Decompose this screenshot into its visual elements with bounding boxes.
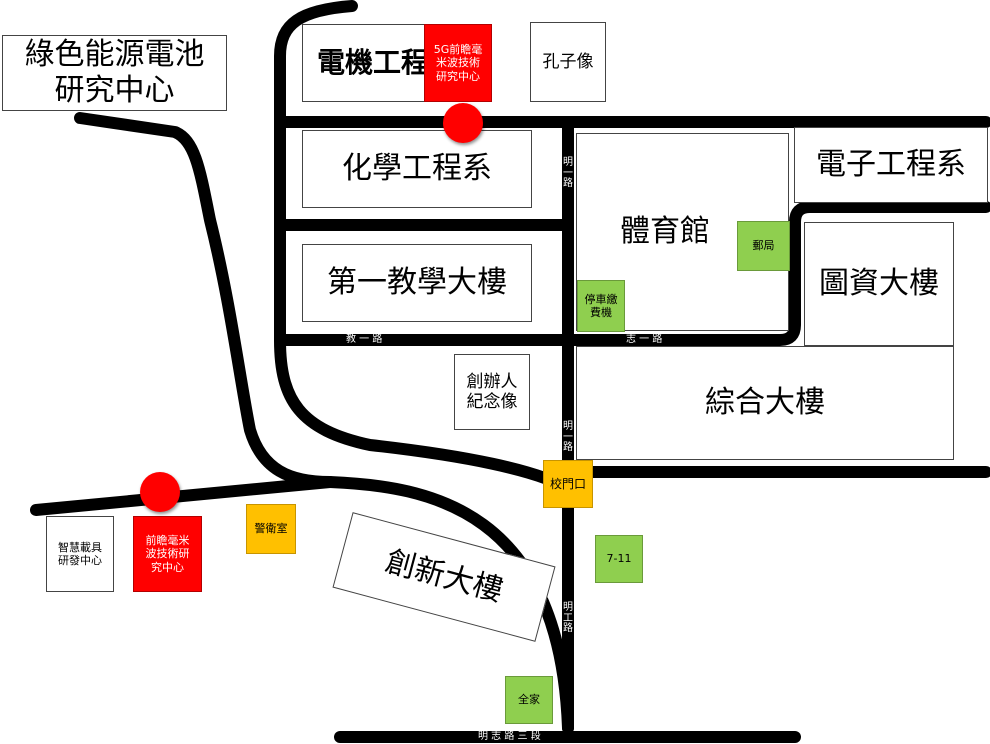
location-pin-west[interactable] — [140, 472, 180, 512]
road-label-mingzhi-3: 明 志 路 三 段 — [478, 731, 541, 742]
guard-room[interactable]: 警衛室 — [246, 504, 296, 554]
library-building[interactable]: 圖資大樓 — [804, 222, 954, 346]
electronic-engineering-building[interactable]: 電子工程系 — [794, 127, 988, 203]
parking-payment-kiosk[interactable]: 停車繳 費機 — [577, 280, 625, 332]
road-north-loop — [274, 0, 576, 496]
seven-eleven-store[interactable]: 7-11 — [595, 535, 643, 583]
family-mart-store[interactable]: 全家 — [505, 676, 553, 724]
first-teaching-building[interactable]: 第一教學大樓 — [302, 244, 532, 322]
road-west-horizontal — [30, 476, 336, 516]
confucius-statue[interactable]: 孔子像 — [530, 22, 606, 102]
road-west-curve — [74, 112, 574, 734]
road-jiaoyi-zhiyi — [274, 201, 990, 346]
post-office[interactable]: 郵局 — [737, 221, 790, 271]
main-gate[interactable]: 校門口 — [543, 460, 593, 508]
green-energy-center[interactable]: 綠色能源電池 研究中心 — [2, 35, 227, 111]
chemical-engineering-building[interactable]: 化學工程系 — [302, 130, 532, 208]
5g-mmwave-research-center[interactable]: 5G前瞻毫 米波技術 研究中心 — [424, 24, 492, 102]
road-label-jiaoyi: 教 一 路 — [346, 334, 383, 345]
road-label-zhiyi: 志 一 路 — [626, 334, 663, 345]
integrated-building[interactable]: 綜合大樓 — [576, 346, 954, 460]
road-label-mingyi: 明一路 — [563, 157, 573, 189]
mmwave-research-center[interactable]: 前瞻毫米 波技術研 究中心 — [133, 516, 202, 592]
road-label-minggong: 明工路 — [563, 602, 573, 634]
road-label-mingyi-lower: 明一路 — [563, 421, 573, 453]
smart-vehicle-rd-center[interactable]: 智慧載具 研發中心 — [46, 516, 114, 592]
electrical-engineering-building[interactable]: 電機工程 — [302, 24, 426, 102]
founder-memorial-statue[interactable]: 創辦人 紀念像 — [454, 354, 530, 430]
location-pin-top[interactable] — [443, 103, 483, 143]
